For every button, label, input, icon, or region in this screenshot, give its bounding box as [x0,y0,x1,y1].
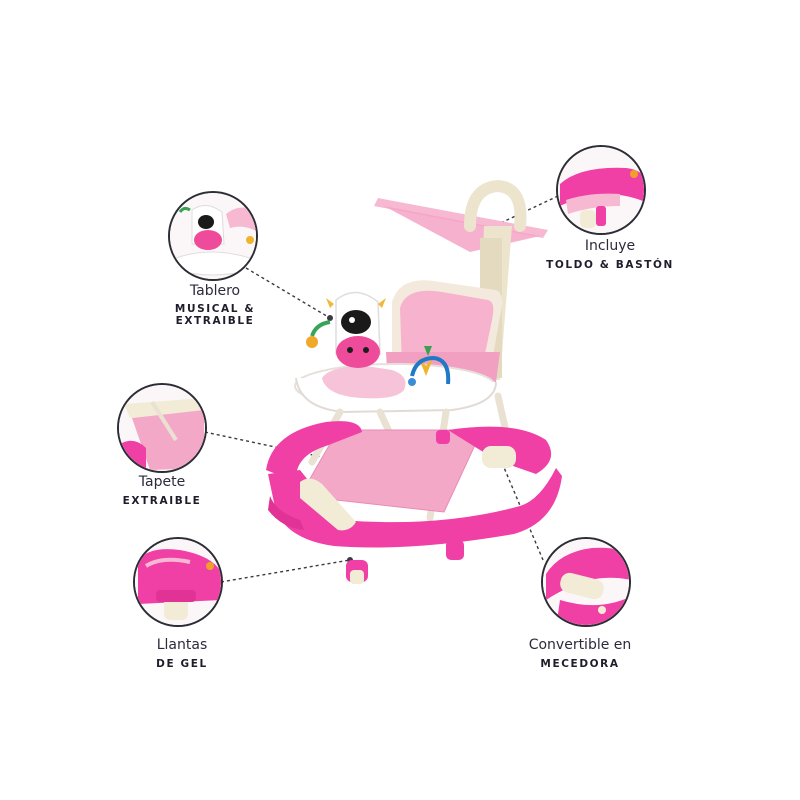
feature-tapete: Tapete EXTRAIBLE [92,474,232,507]
feature-mecedora: Convertible en MECEDORA [490,637,670,670]
feature-tapete-subtitle: EXTRAIBLE [122,495,202,507]
detail-circle-tapete [117,383,207,473]
feature-llantas-title: Llantas [156,637,208,653]
feature-llantas: Llantas DE GEL [112,637,252,670]
leader-line-tablero [245,267,331,319]
tray [294,363,497,414]
tray-toys [306,320,451,386]
floor-mat [299,429,483,513]
wheels [346,430,516,584]
leader-line-llantas [220,559,351,583]
feature-toldo-subtitle: TOLDO & BASTÓN [546,259,674,271]
feature-tapete-title: Tapete [138,474,186,490]
feature-mecedora-subtitle: MECEDORA [540,658,620,670]
feature-llantas-subtitle: DE GEL [156,658,208,670]
rocker-base [266,421,562,548]
feature-tablero-subtitle-line2: EXTRAIBLE [175,315,255,327]
detail-circle-toldo [556,145,646,235]
cow-toy [326,291,386,368]
baby-walker [266,179,562,584]
feature-tablero-title: Tablero [189,283,241,299]
detail-circle-mecedora [541,537,631,627]
detail-circle-tablero [168,191,258,281]
feature-tablero-subtitle-line1: MUSICAL & [174,303,256,315]
feature-tablero: Tablero MUSICAL & EXTRAIBLE [135,283,295,327]
feature-toldo: Incluye TOLDO & BASTÓN [510,238,710,271]
detail-circle-llantas [133,537,223,627]
feature-toldo-title: Incluye [584,238,636,254]
feature-mecedora-title: Convertible en [528,637,632,653]
